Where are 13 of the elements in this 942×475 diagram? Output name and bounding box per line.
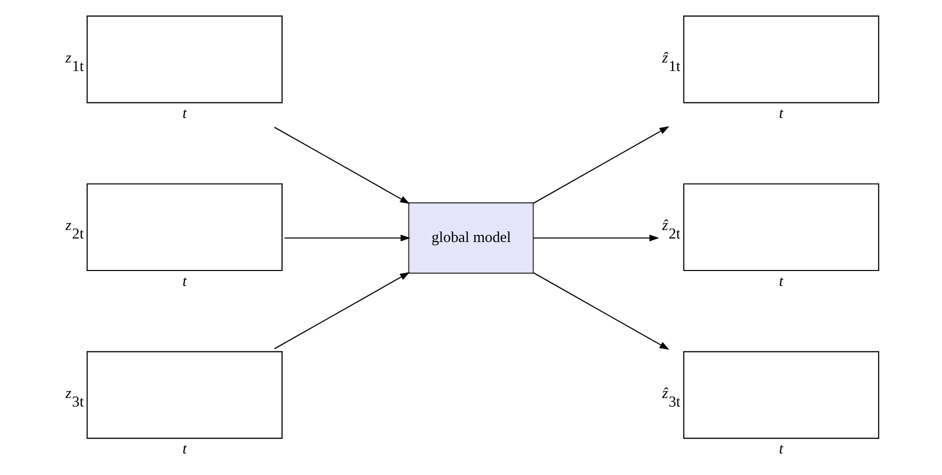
arrow <box>533 272 670 350</box>
arrow <box>284 234 410 241</box>
node-box: global model <box>408 202 534 274</box>
arrow <box>533 126 670 204</box>
node-label: t <box>182 104 187 122</box>
node-label: t <box>779 272 784 290</box>
node-label: t <box>182 440 187 458</box>
arrow <box>533 234 660 241</box>
node-label: t <box>779 104 784 122</box>
node-label: t <box>779 440 784 458</box>
arrow <box>274 272 410 349</box>
node-label: t <box>182 272 187 290</box>
arrow <box>274 126 410 204</box>
